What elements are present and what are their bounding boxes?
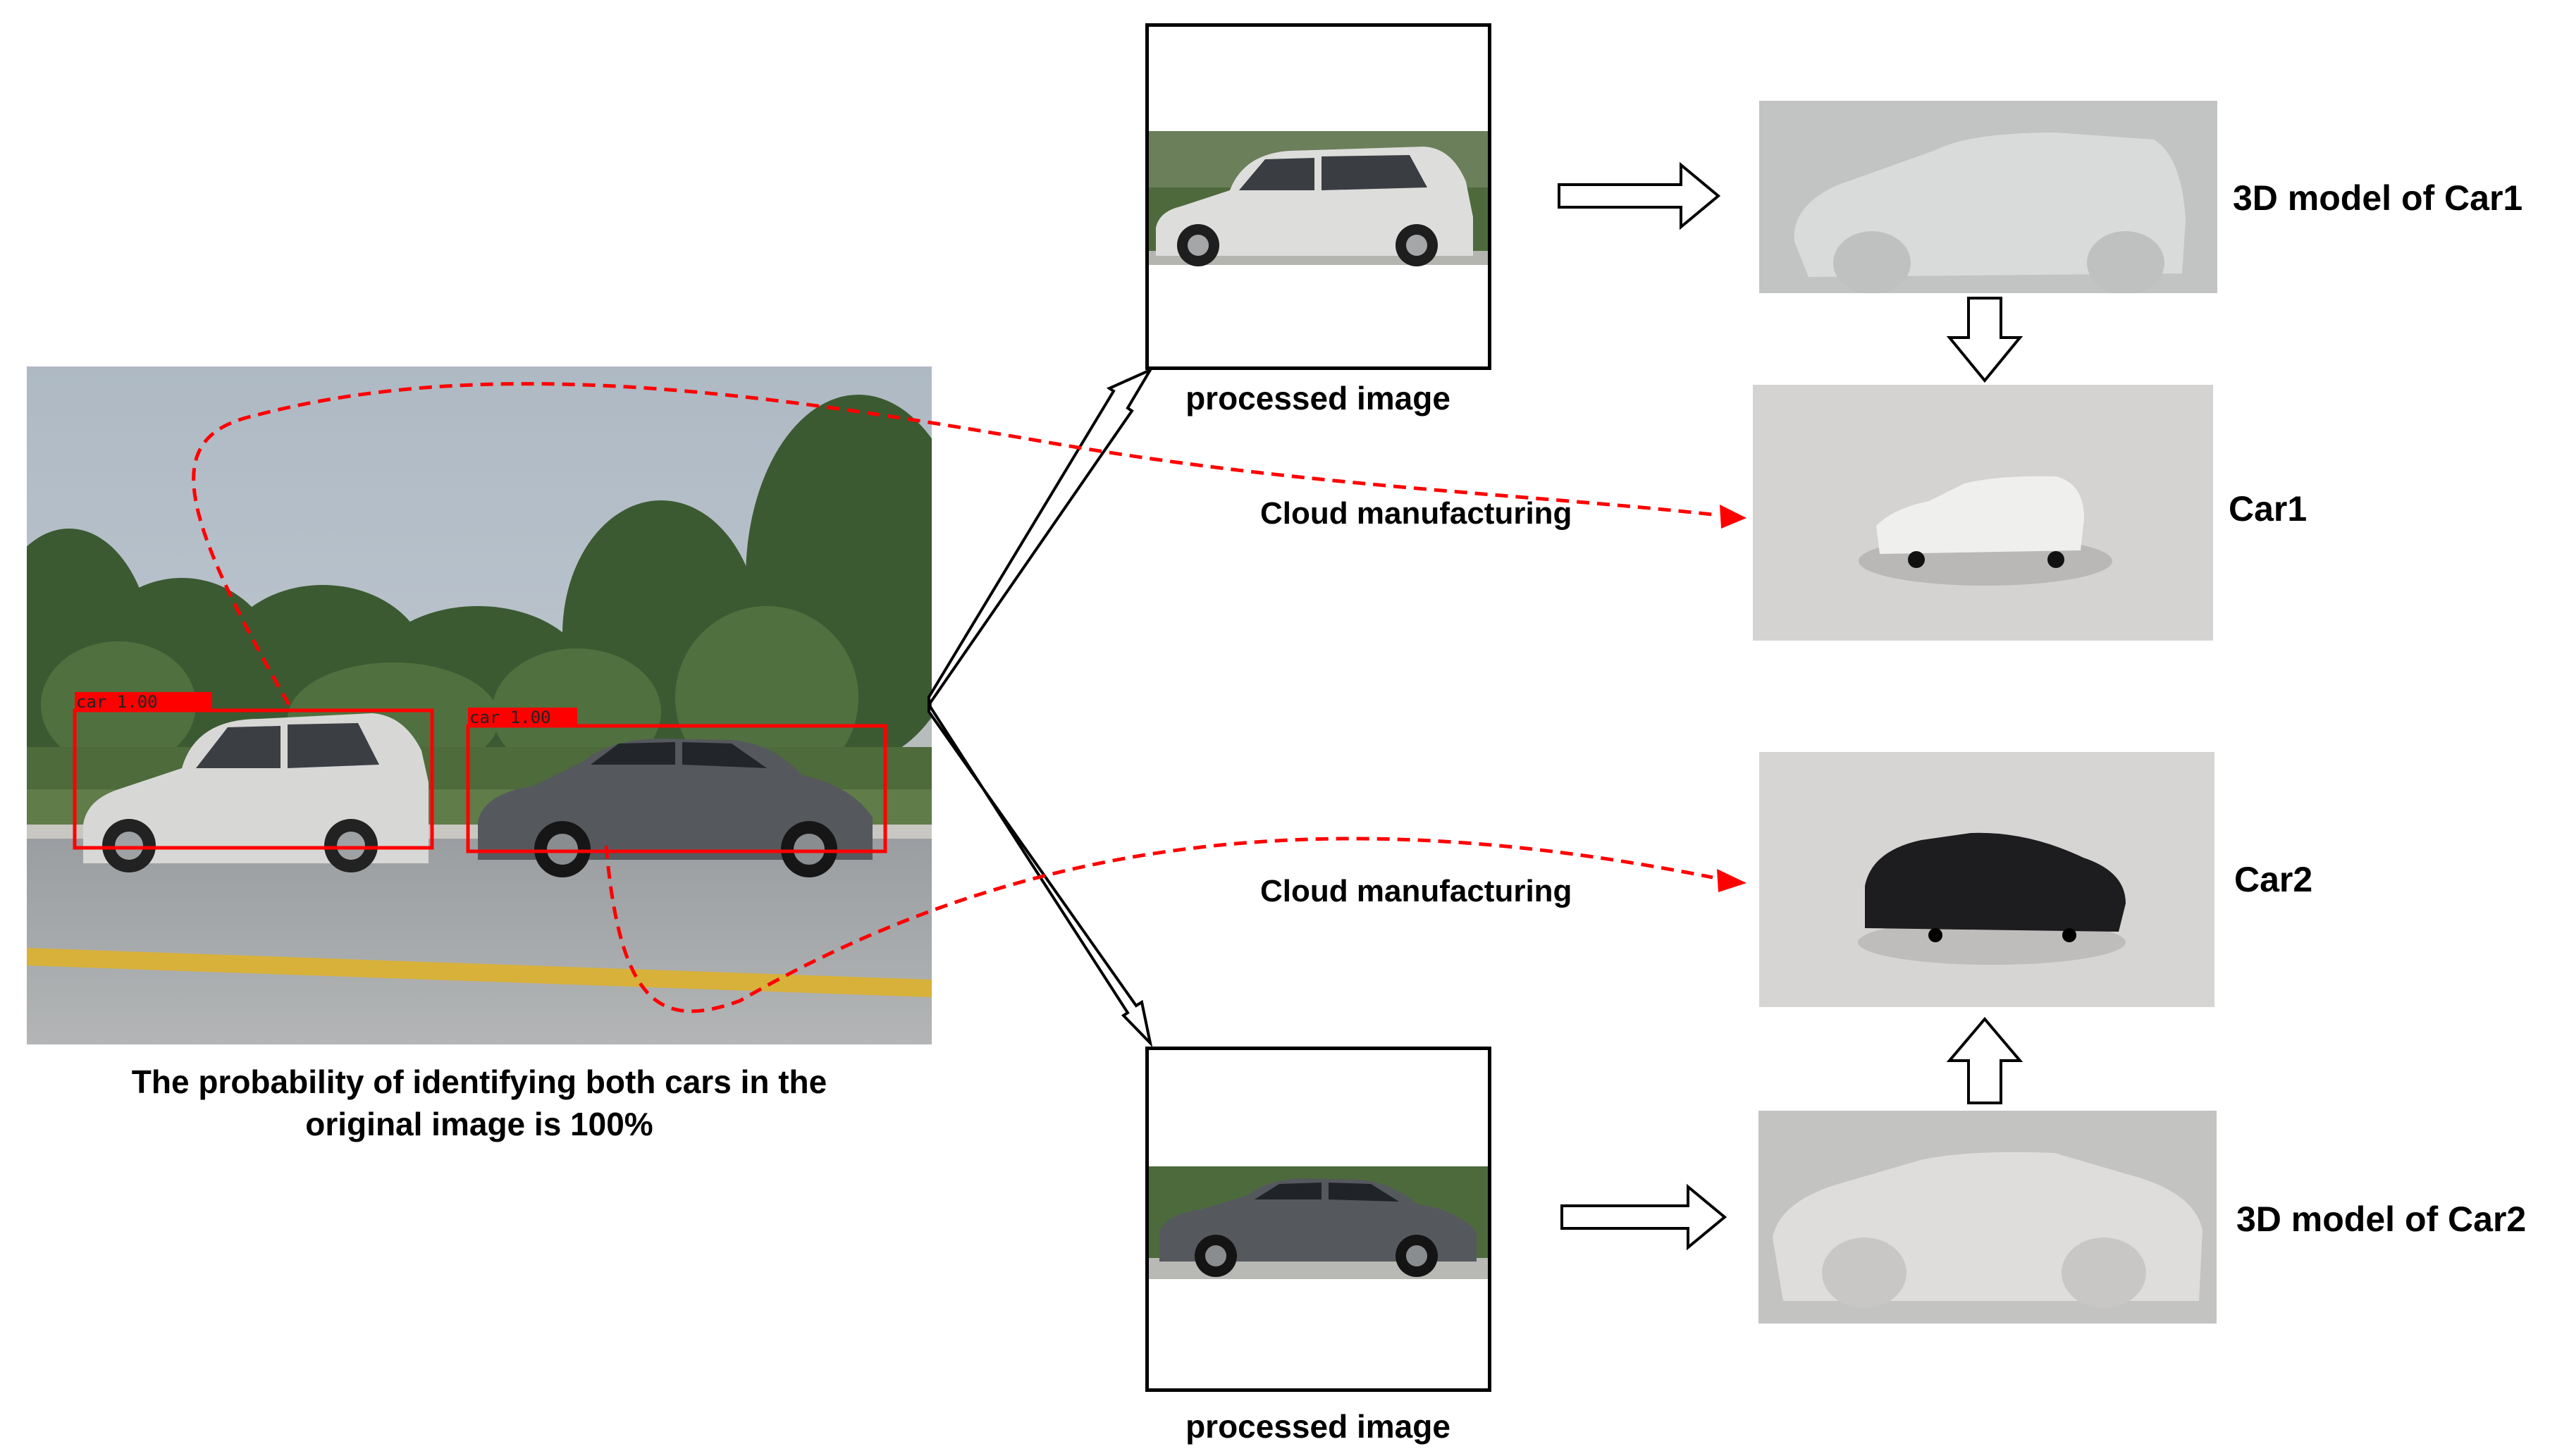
label-3d-model-car2: 3D model of Car2 [2236, 1199, 2527, 1239]
cloud-manufacturing-label-top: Cloud manufacturing [1260, 496, 1572, 531]
label-car1: Car1 [2229, 489, 2308, 529]
cloud-manufacturing-label-bottom: Cloud manufacturing [1260, 874, 1572, 908]
hollow-arrow-to-bottom-icon [928, 700, 1153, 1048]
block-arrow-right-bottom-icon [1560, 1183, 1727, 1251]
detection-box-car1 [73, 708, 434, 850]
block-arrow-down-icon [1946, 297, 2023, 383]
label-3d-model-car1: 3D model of Car1 [2233, 178, 2523, 218]
hollow-arrow-to-top-icon [928, 366, 1154, 710]
original-caption-line1: The probability of identifying both cars… [131, 1063, 827, 1100]
dashed-arrow-top-head-icon [1720, 505, 1746, 529]
original-photo: car 1.00 car 1.00 [27, 366, 932, 1044]
processed-image-top [1145, 23, 1491, 370]
processed-caption-bottom: processed image [1185, 1408, 1450, 1445]
detection-label-car1: car 1.00 [76, 692, 158, 712]
label-car2: Car2 [2234, 860, 2313, 899]
printed-car2-photo [1759, 752, 2214, 1007]
detection-label-car2: car 1.00 [469, 708, 551, 727]
model-car2-render [1758, 1111, 2217, 1324]
dashed-arrow-bottom-head-icon [1717, 869, 1746, 892]
block-arrow-right-top-icon [1558, 161, 1721, 230]
block-arrow-up-icon [1946, 1016, 2023, 1104]
processed-caption-top: processed image [1185, 380, 1450, 417]
model-car1-render [1759, 101, 2217, 293]
printed-car1-photo [1753, 385, 2213, 641]
original-caption-line2: original image is 100% [305, 1106, 653, 1142]
processed-image-bottom [1145, 1047, 1491, 1392]
